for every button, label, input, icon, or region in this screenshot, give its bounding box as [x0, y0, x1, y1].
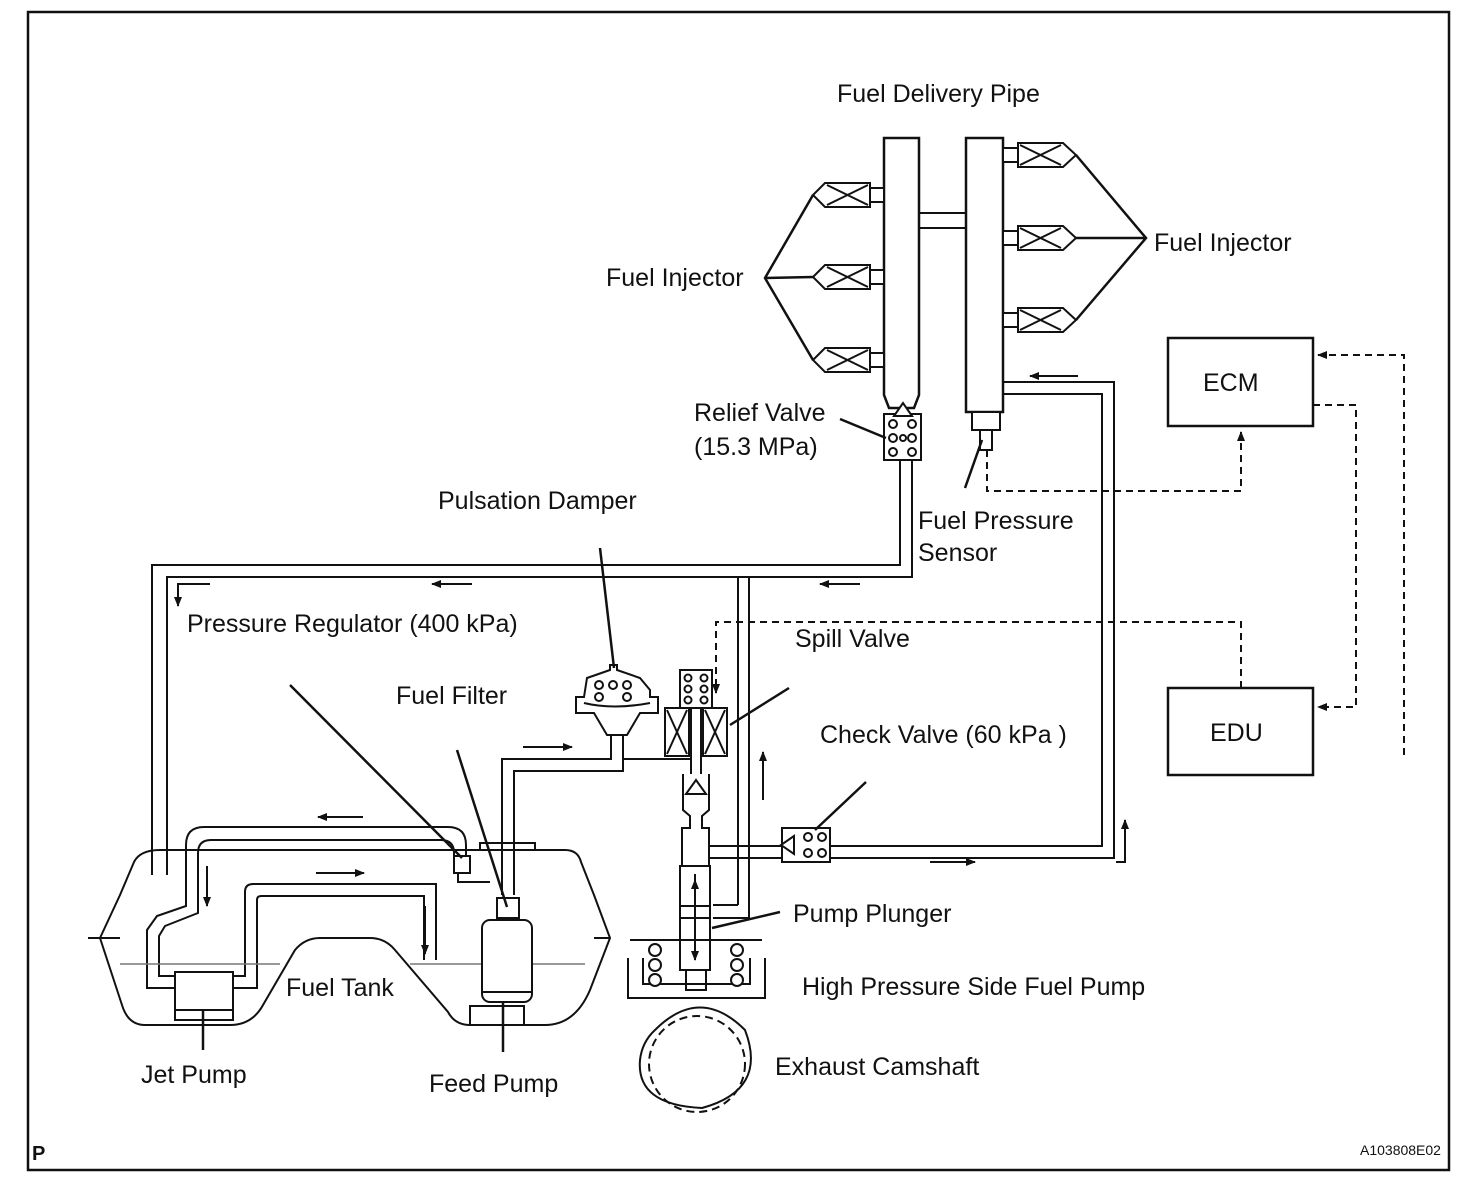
exhaust-camshaft-label: Exhaust Camshaft — [775, 1053, 979, 1081]
injector-leader-right — [1075, 154, 1148, 321]
pressure-regulator — [453, 855, 490, 883]
fuel-injectors-right — [1002, 142, 1078, 333]
fuel-injector-left-label: Fuel Injector — [606, 264, 744, 292]
spill-valve — [664, 669, 728, 795]
fuel-lines — [146, 381, 1115, 989]
ecm-label: ECM — [1203, 369, 1259, 397]
spill-valve-label: Spill Valve — [795, 625, 910, 653]
figure-frame — [26, 10, 1451, 1172]
high-pressure-pump-label: High Pressure Side Fuel Pump — [802, 973, 1145, 1001]
fuel-pressure-sensor-label-2: Sensor — [918, 539, 997, 567]
fuel-pressure-sensor — [971, 411, 1001, 451]
jet-pump-label: Jet Pump — [141, 1061, 247, 1089]
fuel-injector-icon — [1002, 307, 1078, 333]
fuel-injector-icon — [811, 347, 885, 373]
fuel-pressure-sensor-leader — [963, 439, 984, 489]
fuel-pressure-sensor-label: Fuel Pressure — [918, 507, 1074, 535]
figure-id: A103808E02 — [1360, 1142, 1441, 1158]
flow-arrows — [174, 372, 1129, 955]
fuel-injector-icon — [811, 264, 885, 290]
ecm-box — [1166, 336, 1315, 428]
feed-pump-label: Feed Pump — [429, 1070, 558, 1098]
fuel-delivery-pipe-label: Fuel Delivery Pipe — [837, 80, 1040, 108]
pump-plunger-label: Pump Plunger — [793, 900, 951, 928]
relief-valve-leader — [839, 417, 887, 440]
fuel-injector-icon — [1002, 142, 1078, 168]
injector-leader-left — [763, 194, 815, 361]
fuel-filter-label: Fuel Filter — [396, 682, 507, 710]
fuel-filter-leader — [455, 749, 509, 908]
fuel-tank-label: Fuel Tank — [286, 974, 394, 1002]
check-valve — [779, 827, 831, 863]
pulsation-damper-label: Pulsation Damper — [438, 487, 637, 515]
exhaust-camshaft — [638, 1006, 752, 1113]
pressure-regulator-label: Pressure Regulator (400 kPa) — [187, 610, 518, 638]
fuel-injector-icon — [1002, 225, 1078, 251]
pressure-regulator-leader — [289, 684, 463, 859]
relief-valve-pressure-label: (15.3 MPa) — [694, 433, 818, 461]
check-valve-leader — [814, 781, 867, 831]
high-pressure-pump — [627, 774, 766, 999]
fuel-injector-icon — [811, 182, 885, 208]
fuel-injector-right-label: Fuel Injector — [1154, 229, 1292, 257]
corner-letter: P — [32, 1143, 45, 1165]
relief-valve-label: Relief Valve — [694, 399, 826, 427]
pulsation-damper — [575, 664, 659, 736]
check-valve-label: Check Valve (60 kPa ) — [820, 721, 1067, 749]
relief-valve — [883, 401, 922, 461]
edu-box — [1166, 686, 1315, 777]
feed-pump — [469, 897, 533, 1026]
edu-label: EDU — [1210, 719, 1263, 747]
fuel-delivery-pipe — [882, 136, 1005, 414]
fuel-injectors-left — [811, 182, 885, 373]
pump-plunger-leader — [711, 910, 781, 930]
spill-valve-leader — [729, 686, 790, 727]
pulsation-damper-leader — [598, 547, 616, 669]
